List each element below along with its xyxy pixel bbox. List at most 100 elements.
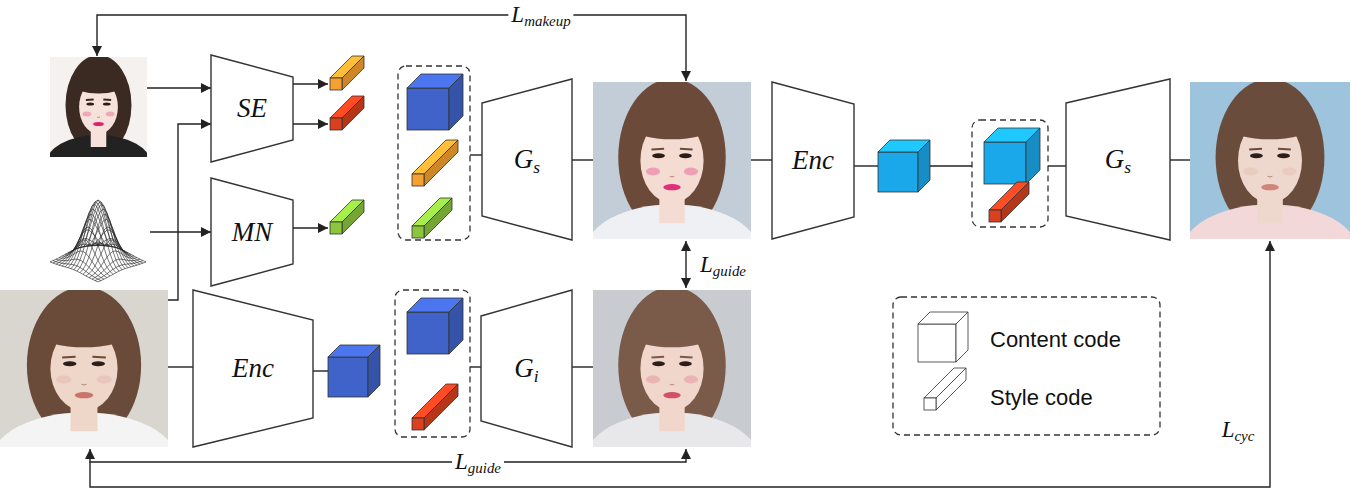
wire — [572, 366, 593, 367]
mesh-line — [95, 261, 143, 281]
bar-front — [330, 118, 342, 130]
code-group — [395, 290, 470, 437]
brow — [1278, 148, 1291, 151]
wire — [470, 154, 482, 155]
wire — [685, 241, 686, 288]
mesh-line — [86, 230, 134, 266]
legend-text: Style code — [990, 385, 1093, 411]
wire — [751, 159, 772, 160]
code-group — [398, 66, 470, 240]
bar-side — [424, 198, 452, 238]
brow — [1249, 148, 1262, 151]
cube-front — [918, 324, 956, 362]
wire — [168, 366, 193, 367]
symbol: L — [511, 2, 524, 27]
face-photo — [1190, 82, 1350, 239]
symbol: G — [514, 353, 534, 383]
subscript: makeup — [524, 13, 570, 29]
content-code — [328, 345, 380, 397]
bar-side — [424, 140, 458, 186]
face-photo — [593, 290, 751, 447]
blush — [82, 112, 91, 117]
blush — [1244, 168, 1258, 176]
cube-side — [956, 312, 968, 362]
lips — [663, 184, 680, 190]
cube-front — [984, 142, 1026, 184]
mesh-line — [59, 251, 107, 278]
style-code — [412, 198, 452, 238]
mesh-line — [89, 251, 137, 278]
mesh-line — [50, 262, 98, 282]
lips — [663, 392, 680, 398]
brow — [86, 99, 94, 102]
trapezoid — [481, 290, 572, 447]
mapping-network: MN — [211, 178, 293, 286]
style-code — [330, 200, 364, 234]
style-code — [412, 384, 458, 430]
symbol: L — [1222, 417, 1235, 442]
loss-label: Lguide — [452, 449, 504, 475]
block-label: Gs — [514, 146, 540, 173]
cube-front — [878, 152, 918, 192]
block-label: Gi — [514, 355, 538, 382]
wire — [147, 87, 211, 88]
bar-side — [424, 384, 458, 430]
bar-front — [924, 398, 936, 410]
generator: Gs — [1066, 79, 1170, 240]
subscript: i — [534, 366, 539, 386]
bar-front — [330, 78, 342, 90]
eye — [63, 361, 76, 366]
wire — [854, 165, 878, 166]
blush — [684, 376, 698, 384]
block-label: Enc — [792, 147, 834, 174]
mesh-line — [62, 230, 110, 266]
brow — [62, 356, 75, 359]
cube-side — [918, 140, 930, 192]
cube-front — [407, 312, 449, 354]
wire — [90, 449, 686, 462]
wire — [97, 15, 686, 81]
wire — [90, 241, 1270, 487]
wire — [293, 227, 328, 228]
brow — [651, 148, 664, 151]
bar-side — [936, 368, 966, 410]
eye — [652, 361, 665, 366]
face-photo — [593, 82, 751, 239]
code-group — [972, 120, 1048, 227]
face-photo — [50, 57, 147, 157]
bar-side — [342, 200, 364, 234]
style-encoder: SE — [211, 55, 293, 162]
brow — [680, 356, 693, 359]
bar-front — [989, 210, 1001, 222]
block-label: Gs — [1105, 146, 1131, 173]
trapezoid — [211, 178, 293, 286]
eye — [679, 361, 692, 366]
bangs — [76, 76, 121, 102]
blush — [646, 168, 660, 176]
nose — [670, 176, 675, 178]
symbol: G — [514, 144, 534, 174]
brow — [651, 356, 664, 359]
blush — [97, 376, 112, 384]
subscript: guide — [713, 263, 746, 279]
bangs — [636, 319, 709, 360]
blush — [56, 376, 71, 384]
wire — [1048, 165, 1066, 166]
cube-side — [449, 74, 463, 130]
loss-label: Lcyc — [1219, 417, 1258, 443]
trapezoid — [772, 82, 854, 239]
block-label: SE — [237, 95, 267, 122]
content-code — [878, 140, 930, 192]
content-code — [407, 74, 463, 130]
bar-front — [330, 222, 342, 234]
blush — [646, 376, 660, 384]
symbol: L — [455, 449, 468, 474]
nose — [81, 384, 86, 386]
bar-side — [1001, 182, 1029, 222]
trapezoid — [1066, 79, 1170, 240]
nose — [670, 384, 675, 386]
bar-front — [412, 174, 424, 186]
content-code — [407, 298, 463, 354]
eye — [679, 153, 692, 158]
